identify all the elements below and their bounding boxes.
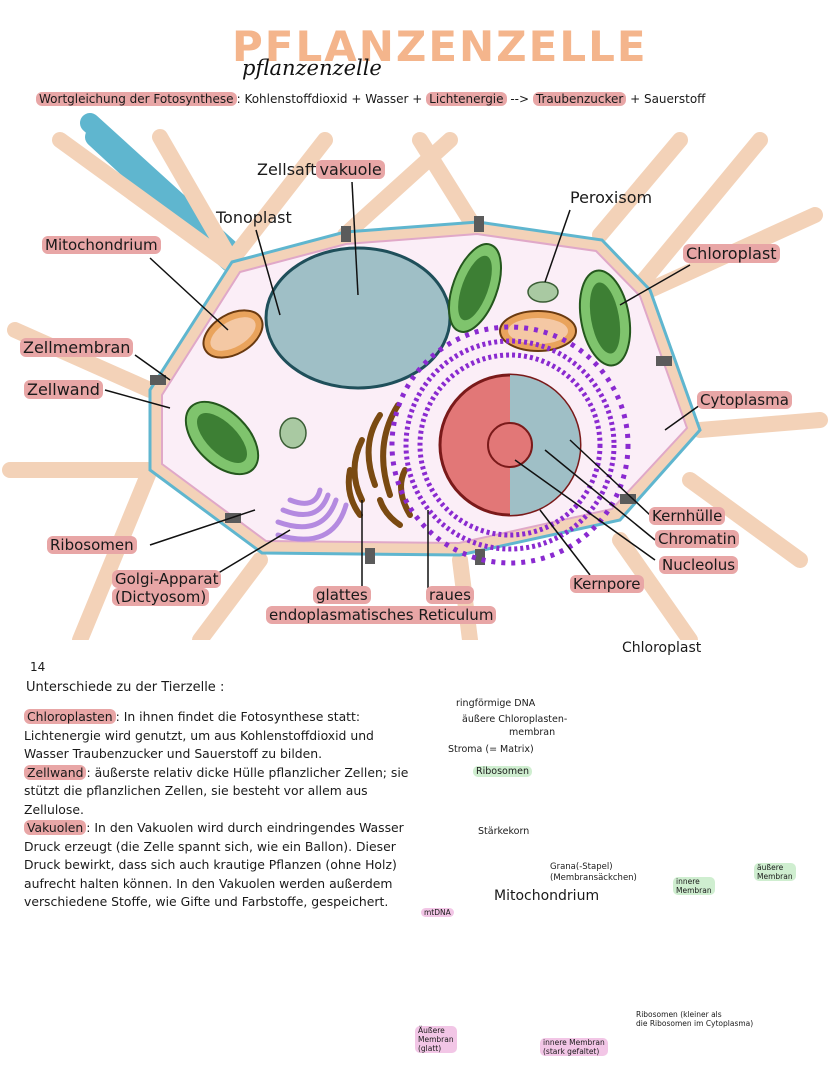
peroxisome xyxy=(527,281,559,303)
notes-body: Chloroplasten: In ihnen findet die Fotos… xyxy=(24,708,416,912)
neighbour-walls xyxy=(2,113,828,640)
label-nucleolus: Nucleolus xyxy=(659,556,739,574)
chloroplast-grana-a: Grana(-Stapel) xyxy=(550,862,613,872)
label-cell-membrane: Zellmembran xyxy=(20,338,134,357)
equation-oxygen: + Sauerstoff xyxy=(626,92,706,106)
mito-inner: innere Membran (stark gefaltet) xyxy=(540,1038,608,1056)
label-peroxisome: Peroxisom xyxy=(570,188,653,207)
mitochondrion-1 xyxy=(202,309,264,359)
label-vacuole-b: vakuole xyxy=(316,160,385,179)
label-nuclear-envelope: Kernhülle xyxy=(649,507,726,525)
note-cell-wall: Zellwand: äußerste relativ dicke Hülle p… xyxy=(24,764,416,820)
chloroplast-detail-title: Chloroplast xyxy=(622,640,702,656)
rough-er xyxy=(389,324,631,566)
mito-mtdna: mtDNA xyxy=(421,908,454,917)
note-chloroplasts-term: Chloroplasten xyxy=(24,709,116,724)
label-ribosomes: Ribosomen xyxy=(47,536,137,554)
equation-reactants: Kohlenstoffdioxid + Wasser + xyxy=(244,92,427,106)
chloroplast-grana: Grana(-Stapel) (Membransäckchen) xyxy=(550,862,637,884)
label-cytoplasm: Cytoplasma xyxy=(697,391,792,409)
note-chloroplasts: Chloroplasten: In ihnen findet die Fotos… xyxy=(24,708,416,764)
chloroplast-outer-membrane: äußere Membran xyxy=(754,863,796,881)
equation-arrow: --> xyxy=(506,92,533,106)
equation-sugar: Traubenzucker xyxy=(532,92,627,106)
label-golgi-1: Golgi-Apparat xyxy=(112,570,222,588)
vacuole xyxy=(264,246,452,390)
chloroplast-inner-a: innere xyxy=(676,877,700,886)
note-vacuoles-text: : In den Vakuolen wird durch eindringend… xyxy=(24,820,404,909)
mito-outer-a: Äußere xyxy=(418,1026,445,1035)
mito-ribosomes-a: Ribosomen (kleiner als xyxy=(636,1010,722,1019)
mito-ribosomes: Ribosomen (kleiner als die Ribosomen im … xyxy=(636,1010,753,1028)
label-golgi: Golgi-Apparat (Dictyosom) xyxy=(112,570,222,606)
mito-inner-a: innere Membran xyxy=(543,1038,605,1047)
leader-lines xyxy=(104,181,701,588)
label-mitochondrion: Mitochondrium xyxy=(42,236,161,254)
page-title: PFLANZENZELLE xyxy=(232,22,648,71)
label-chloroplast: Chloroplast xyxy=(683,244,780,263)
chloroplast-outer-b: membran xyxy=(509,727,556,738)
mito-ribosomes-b: die Ribosomen im Cytoplasma) xyxy=(636,1019,754,1028)
page-subtitle: pflanzenzelle xyxy=(242,56,382,80)
photosynthesis-equation: Wortgleichung der Fotosynthese: Kohlenst… xyxy=(36,92,705,106)
chloroplast-outer-a: äußere Chloroplasten- xyxy=(462,714,568,725)
mito-outer-b: Membran xyxy=(418,1035,454,1044)
mito-outer-c: (glatt) xyxy=(418,1044,442,1053)
mito-inner-b: (stark gefaltet) xyxy=(543,1047,600,1056)
equation-light: Lichtenergie xyxy=(426,92,507,106)
note-cell-wall-term: Zellwand xyxy=(24,764,87,780)
label-smooth: glattes xyxy=(313,586,371,604)
chloroplast-1 xyxy=(448,243,502,333)
chloroplast-grana-b: (Membransäckchen) xyxy=(550,873,637,883)
mito-outer: Äußere Membran (glatt) xyxy=(415,1026,457,1053)
label-golgi-2: (Dictyosom) xyxy=(112,588,210,606)
note-cell-wall-text: : äußerste relativ dicke Hülle pflanzlic… xyxy=(24,764,409,817)
chloroplast-stroma: Stroma (= Matrix) xyxy=(448,744,534,755)
plant-cell-diagram xyxy=(2,113,828,640)
page-number: 14 xyxy=(30,660,46,674)
label-tonoplast: Tonoplast xyxy=(216,208,292,227)
chloroplast-inner-b: Membran xyxy=(676,886,712,895)
chloroplast-ribosomes: Ribosomen xyxy=(473,766,532,777)
label-er: endoplasmatisches Reticulum xyxy=(266,606,497,624)
label-rough: raues xyxy=(426,586,474,604)
chloroplast-2 xyxy=(578,269,632,367)
note-vacuoles: Vakuolen: In den Vakuolen wird durch ein… xyxy=(24,819,416,912)
mito-detail-title: Mitochondrium xyxy=(494,888,600,904)
smooth-er xyxy=(345,402,413,528)
note-vacuoles-term: Vakuolen xyxy=(24,820,87,835)
peroxisome-2 xyxy=(279,417,307,449)
label-nuclear-pore: Kernpore xyxy=(570,575,644,593)
notes-heading: Unterschiede zu der Tierzelle : xyxy=(26,680,225,695)
label-vacuole-a: Zellsaft xyxy=(257,160,317,179)
golgi-apparatus xyxy=(275,487,349,542)
chloroplast-3 xyxy=(184,400,260,476)
chloroplast-starch: Stärkekorn xyxy=(478,826,530,837)
chloroplast-outer-membrane-b: Membran xyxy=(757,872,793,881)
note-chloroplasts-text: : In ihnen findet die Fotosynthese statt… xyxy=(24,709,374,761)
equation-label: Wortgleichung der Fotosynthese xyxy=(36,92,237,106)
label-cell-wall: Zellwand xyxy=(24,380,103,399)
chloroplast-inner: innere Membran xyxy=(673,877,715,895)
chloroplast-outer-membrane-a: äußere xyxy=(757,863,784,872)
label-chromatin: Chromatin xyxy=(655,530,740,548)
equation-colon: : xyxy=(236,92,241,106)
chloroplast-dna: ringförmige DNA xyxy=(456,698,536,709)
nucleus xyxy=(438,373,582,517)
